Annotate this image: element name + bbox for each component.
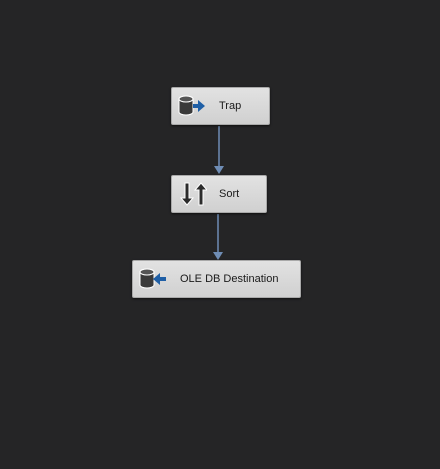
component-label: Trap — [219, 100, 242, 112]
component-trap[interactable]: Trap — [171, 87, 270, 125]
path-trap-to-sort[interactable] — [214, 126, 224, 174]
database-source-icon — [175, 91, 209, 121]
component-label: OLE DB Destination — [180, 273, 279, 285]
sort-arrows-icon — [175, 179, 209, 209]
component-ole-db-destination[interactable]: OLE DB Destination — [132, 260, 301, 298]
path-sort-to-destination[interactable] — [213, 214, 223, 260]
database-destination-icon — [136, 264, 170, 294]
component-sort[interactable]: Sort — [171, 175, 267, 213]
component-label: Sort — [219, 188, 240, 200]
